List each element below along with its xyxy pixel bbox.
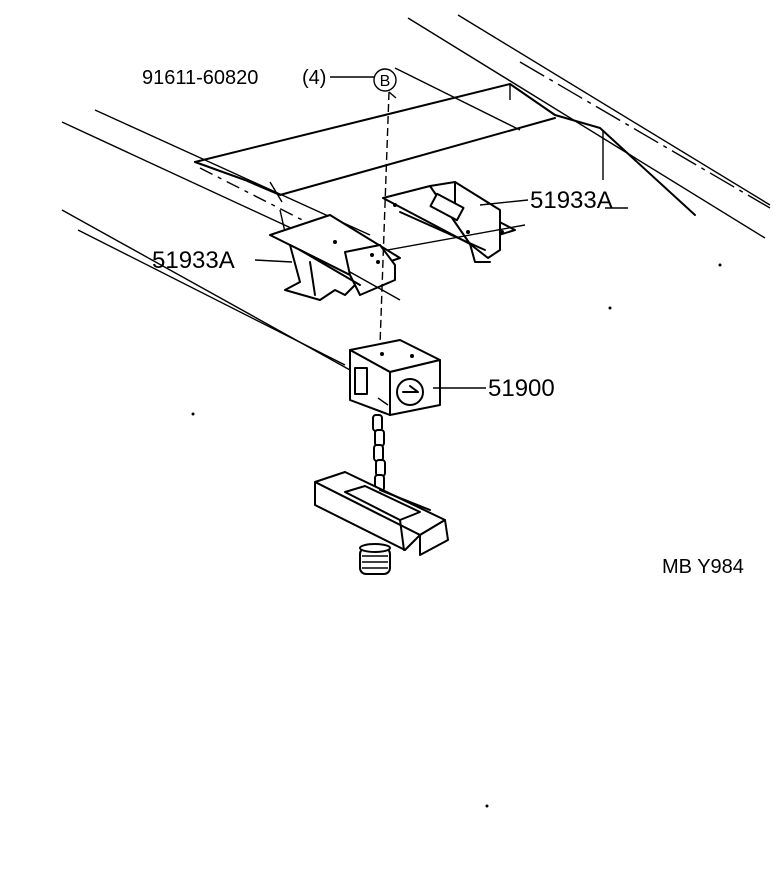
ref-circle-b <box>373 68 397 92</box>
leader-bracket-left <box>254 259 293 263</box>
chain <box>372 414 386 492</box>
carrier-assembly <box>314 339 449 575</box>
label-carrier: 51900 <box>488 375 555 402</box>
label-bolt-part: 91611-60820 <box>142 67 258 89</box>
leader-bracket-right <box>479 199 529 206</box>
ref-letter-b: B <box>380 73 391 90</box>
figure-code: MB Y984 <box>662 556 744 578</box>
label-bracket-right: 51933A <box>530 187 613 214</box>
bracket-left <box>269 214 401 301</box>
label-bracket-left: 51933A <box>152 247 235 274</box>
label-bolt-qty: (4) <box>302 67 326 89</box>
